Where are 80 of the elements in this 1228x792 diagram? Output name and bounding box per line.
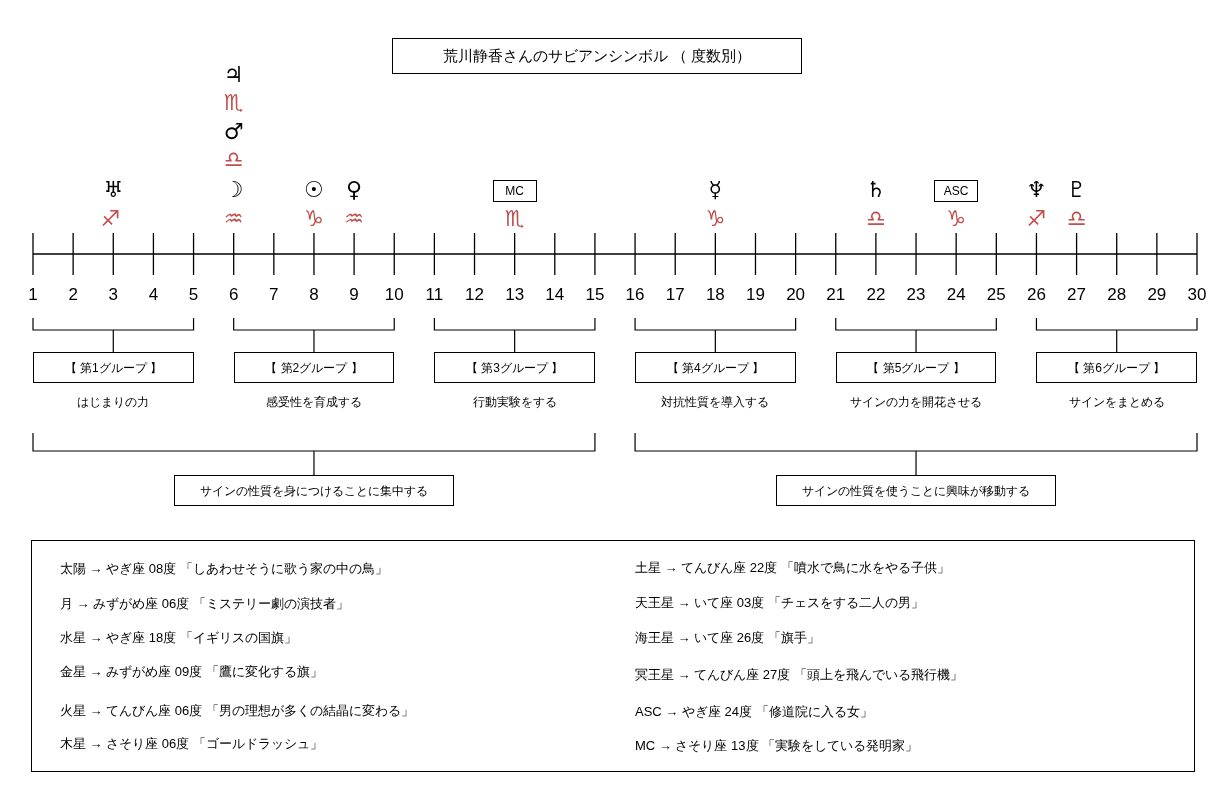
- group-description: サインをまとめる: [1068, 396, 1165, 408]
- symbol-entry: 金星 → みずがめ座 09度 「鷹に変化する旗」: [60, 664, 323, 678]
- degree-number: 24: [946, 285, 966, 303]
- degree-number: 3: [108, 285, 118, 303]
- group-description: 行動実験をする: [472, 396, 557, 408]
- degree-number: 1: [28, 285, 38, 303]
- degree-number: 5: [188, 285, 199, 303]
- group-description: サインの力を開花させる: [850, 396, 983, 408]
- zodiac-sign-glyph: ♑: [946, 208, 967, 230]
- zodiac-sign-glyph: ♎: [1066, 208, 1087, 230]
- point-box: ASC: [934, 180, 979, 202]
- degree-number: 27: [1067, 285, 1087, 303]
- point-box: MC: [492, 180, 537, 202]
- planet-glyph: ♇: [1066, 179, 1087, 201]
- zodiac-sign-glyph: ♑: [304, 208, 324, 230]
- symbol-entry: 水星 → やぎ座 18度 「イギリスの国旗」: [60, 630, 297, 644]
- degree-number: 25: [986, 285, 1006, 303]
- degree-number: 20: [786, 285, 806, 303]
- degree-number: 7: [269, 285, 279, 303]
- degree-number: 21: [826, 285, 846, 303]
- degree-number: 18: [705, 285, 725, 303]
- planet-glyph: ☉: [304, 179, 324, 201]
- group-box: 【 第6グループ 】: [1036, 352, 1197, 383]
- zodiac-sign-glyph: ♎: [866, 208, 886, 230]
- group-box: 【 第2グループ 】: [233, 352, 395, 383]
- degree-number: 8: [309, 285, 319, 303]
- planet-glyph: ♄: [866, 179, 886, 201]
- summary-box: サインの性質を使うことに興味が移動する: [776, 475, 1057, 506]
- group-description: 対抗性質を導入する: [661, 396, 770, 408]
- zodiac-sign-glyph: ♐: [1026, 208, 1047, 230]
- symbol-entry: 冥王星 → てんびん座 27度 「頭上を飛んでいる飛行機」: [635, 667, 963, 681]
- degree-number: 14: [545, 285, 565, 303]
- degree-number: 30: [1187, 285, 1207, 303]
- degree-number: 28: [1107, 285, 1127, 303]
- planet-glyph: ♃: [223, 64, 244, 86]
- summary-box: サインの性質を身につけることに集中する: [173, 475, 454, 506]
- title-box: 荒川静香さんのサビアンシンボル （ 度数別）: [392, 38, 802, 74]
- symbol-entry: 天王星 → いて座 03度 「チェスをする二人の男」: [635, 595, 924, 609]
- degree-number: 10: [384, 285, 404, 303]
- symbol-entry: 月 → みずがめ座 06度 「ミステリー劇の演技者」: [60, 596, 349, 610]
- zodiac-sign-glyph: ♒: [223, 208, 244, 230]
- degree-number: 29: [1147, 285, 1167, 303]
- group-description: はじまりの力: [77, 396, 150, 408]
- symbol-entry: 木星 → さそり座 06度 「ゴールドラッシュ」: [60, 736, 323, 750]
- degree-number: 22: [866, 285, 886, 303]
- group-description: 感受性を育成する: [265, 396, 362, 408]
- planet-glyph: ☽: [223, 179, 244, 201]
- planet-glyph: ♀: [346, 179, 363, 201]
- degree-number: 4: [148, 285, 159, 303]
- zodiac-sign-glyph: ♑: [705, 208, 726, 230]
- degree-number: 11: [425, 285, 444, 303]
- planet-glyph: ♅: [103, 179, 124, 201]
- degree-number: 23: [906, 285, 926, 303]
- zodiac-sign-glyph: ♏: [223, 92, 244, 114]
- group-box: 【 第4グループ 】: [635, 352, 796, 383]
- planet-glyph: ♂: [223, 121, 244, 143]
- group-box: 【 第5グループ 】: [835, 352, 997, 383]
- degree-number: 16: [625, 285, 645, 303]
- degree-number: 26: [1027, 285, 1046, 303]
- degree-number: 13: [505, 285, 525, 303]
- planet-glyph: ☿: [708, 179, 723, 201]
- planet-glyph: ♆: [1026, 179, 1047, 201]
- group-box: 【 第1グループ 】: [33, 352, 194, 383]
- symbol-entry: 土星 → てんびん座 22度 「噴水で鳥に水をやる子供」: [635, 560, 950, 574]
- zodiac-sign-glyph: ♒: [344, 208, 364, 230]
- group-box: 【 第3グループ 】: [434, 352, 595, 383]
- zodiac-sign-glyph: ♐: [100, 208, 121, 230]
- symbol-entry: ASC → やぎ座 24度 「修道院に入る女」: [635, 704, 873, 718]
- zodiac-sign-glyph: ♎: [223, 149, 244, 171]
- degree-number: 15: [585, 285, 605, 303]
- degree-number: 6: [228, 285, 239, 303]
- symbol-entry: MC → さそり座 13度 「実験をしている発明家」: [635, 738, 919, 752]
- symbol-entry: 太陽 → やぎ座 08度 「しあわせそうに歌う家の中の鳥」: [60, 561, 388, 575]
- degree-number: 17: [665, 285, 685, 303]
- degree-number: 19: [746, 285, 765, 303]
- degree-number: 2: [68, 285, 78, 303]
- degree-number: 12: [465, 285, 484, 303]
- degree-number: 9: [349, 285, 359, 303]
- symbol-entry: 海王星 → いて座 26度 「旗手」: [635, 630, 820, 644]
- symbol-entry: 火星 → てんびん座 06度 「男の理想が多くの結晶に変わる」: [60, 703, 414, 717]
